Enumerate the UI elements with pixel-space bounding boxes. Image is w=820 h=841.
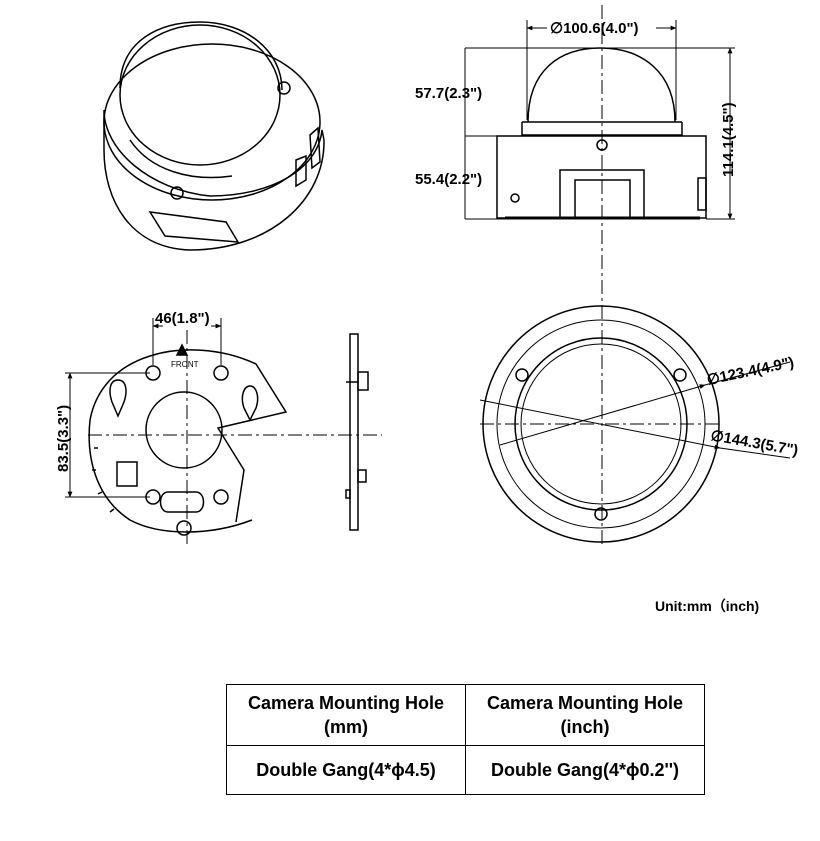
perspective-view	[103, 21, 325, 251]
side-view-dimension-lines	[464, 5, 735, 545]
dim-plate-width: 46(1.8")	[155, 310, 210, 327]
camera-dimension-drawing: FRONT ∅100.6(4.0") 5	[55, 5, 799, 545]
unit-note: Unit:mm（inch)	[655, 598, 760, 614]
front-label: FRONT	[171, 360, 199, 369]
dim-total-height: 114.1(4.5")	[720, 102, 737, 177]
table-row: Double Gang(4*ϕ4.5) Double Gang(4*ϕ0.2''…	[226, 745, 705, 795]
table-cell-inch: Double Gang(4*ϕ0.2'')	[465, 745, 705, 795]
mounting-plate	[88, 343, 288, 536]
table-header-mm: Camera Mounting Hole (mm)	[226, 684, 466, 746]
dim-dome-diameter: ∅100.6(4.0")	[550, 20, 639, 37]
table-header-inch: Camera Mounting Hole (inch)	[465, 684, 705, 746]
dim-plate-height: 83.5(3.3")	[55, 405, 72, 472]
dim-dome-height: 57.7(2.3")	[415, 85, 482, 102]
mounting-hole-table: Camera Mounting Hole (mm) Camera Mountin…	[226, 684, 705, 795]
dim-base-height: 55.4(2.2")	[415, 171, 482, 188]
dim-trim-inner-diameter: ∅123.4(4.9")	[705, 354, 795, 389]
table-header-row: Camera Mounting Hole (mm) Camera Mountin…	[226, 684, 705, 746]
trim-ring-dimension-lines	[479, 361, 791, 459]
dim-trim-outer-diameter: ∅144.3(5.7")	[709, 427, 799, 459]
plate-dimension-lines	[65, 318, 382, 545]
plate-side-view	[345, 333, 369, 531]
table-cell-mm: Double Gang(4*ϕ4.5)	[226, 745, 466, 795]
